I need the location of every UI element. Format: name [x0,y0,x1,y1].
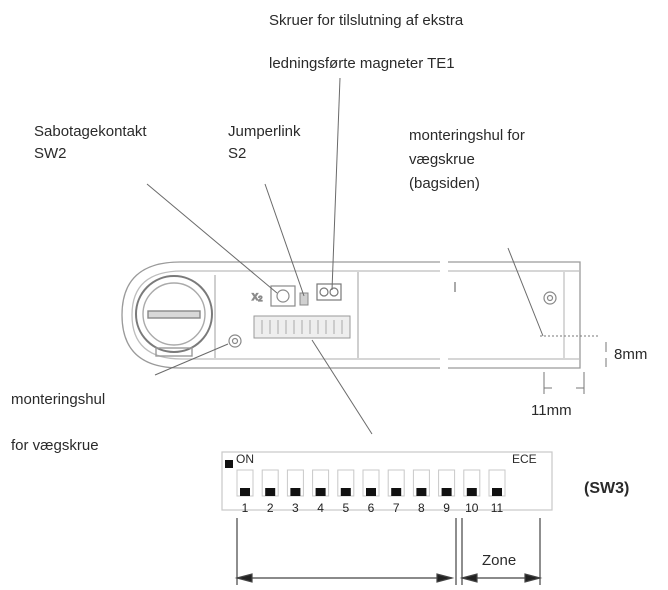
dip-toggle-6 [366,488,376,496]
label-screws-te1: Skruer for tilslutning af ekstra ledning… [269,10,463,75]
jumper-link-s2 [299,292,309,306]
dip-number-11: 11 [491,501,504,515]
dip-number-4: 4 [317,501,324,515]
label-screws-line1: Skruer for tilslutning af ekstra [269,12,464,29]
svg-text:x₂: x₂ [252,289,263,303]
dip-number-5: 5 [342,501,349,515]
dip-toggle-7 [391,488,402,496]
dip-toggle-11 [492,488,502,496]
label-tamper-switch: Sabotagekontakt SW2 [34,121,147,165]
dip-toggle-5 [340,488,351,496]
dip-toggle-8 [416,488,427,496]
dimension-marks [540,335,607,394]
dip-switch-sw3: 1 2 3 4 5 6 7 8 9 10 11 [221,451,553,515]
dip-number-8: 8 [418,501,425,515]
dip-number-3: 3 [292,501,299,515]
leader-lines [146,77,544,435]
label-mounting-back-line2: vægskrue [409,151,475,168]
label-mounting-front: monteringshul for vægskrue [11,389,105,457]
dip-toggle-4 [315,488,326,496]
label-jumper-line1: Jumperlink [228,123,301,140]
dip-switch-on-board [253,315,351,339]
group-brackets [234,518,543,585]
battery-holder [135,275,213,357]
dip-number-9: 9 [443,501,450,515]
dip-toggle-2 [265,488,276,496]
dip-number-7: 7 [393,501,400,515]
label-mounting-back-line3: (bagsiden) [409,175,480,192]
dip-toggle-10 [466,488,477,496]
dip-number-1: 1 [242,501,249,515]
label-jumper-link: Jumperlink S2 [228,121,301,165]
label-mounting-front-line1: monteringshul [11,391,106,408]
screw-terminal-te1 [316,283,342,301]
dip-number-10: 10 [465,501,479,515]
label-dim-width: 11mm [531,402,572,419]
dip-toggle-9 [441,488,452,496]
dip-switch-name: (SW3) [584,480,630,497]
on-marker [225,460,233,468]
label-mounting-front-line2: for vægskrue [11,437,99,454]
dip-switch-cells: 1 2 3 4 5 6 7 8 9 10 11 [236,469,506,515]
label-screws-line2: ledningsførte magneter TE1 [269,55,455,72]
label-tamper-line1: Sabotagekontakt [34,123,147,140]
label-mounting-back-line1: monteringshul for [409,127,525,144]
label-tamper-line2: SW2 [34,145,67,162]
dip-number-6: 6 [368,501,375,515]
dip-toggle-1 [240,488,250,496]
dip-number-2: 2 [267,501,274,515]
label-jumper-line2: S2 [228,145,247,162]
dip-toggle-3 [290,488,301,496]
mounting-hole-back [543,291,557,305]
mounting-hole-front [228,334,242,348]
dip-on-label: ON [236,452,254,466]
device-housing-right [448,261,581,369]
label-dim-height: 8mm [614,346,648,363]
zone-label: Zone [482,552,517,569]
dip-ece-label: ECE [512,452,537,466]
dip-switch-body [221,451,553,511]
label-mounting-back: monteringshul for vægskrue (bagsiden) [409,124,525,196]
tamper-switch-sw2: x₂ [251,285,296,307]
